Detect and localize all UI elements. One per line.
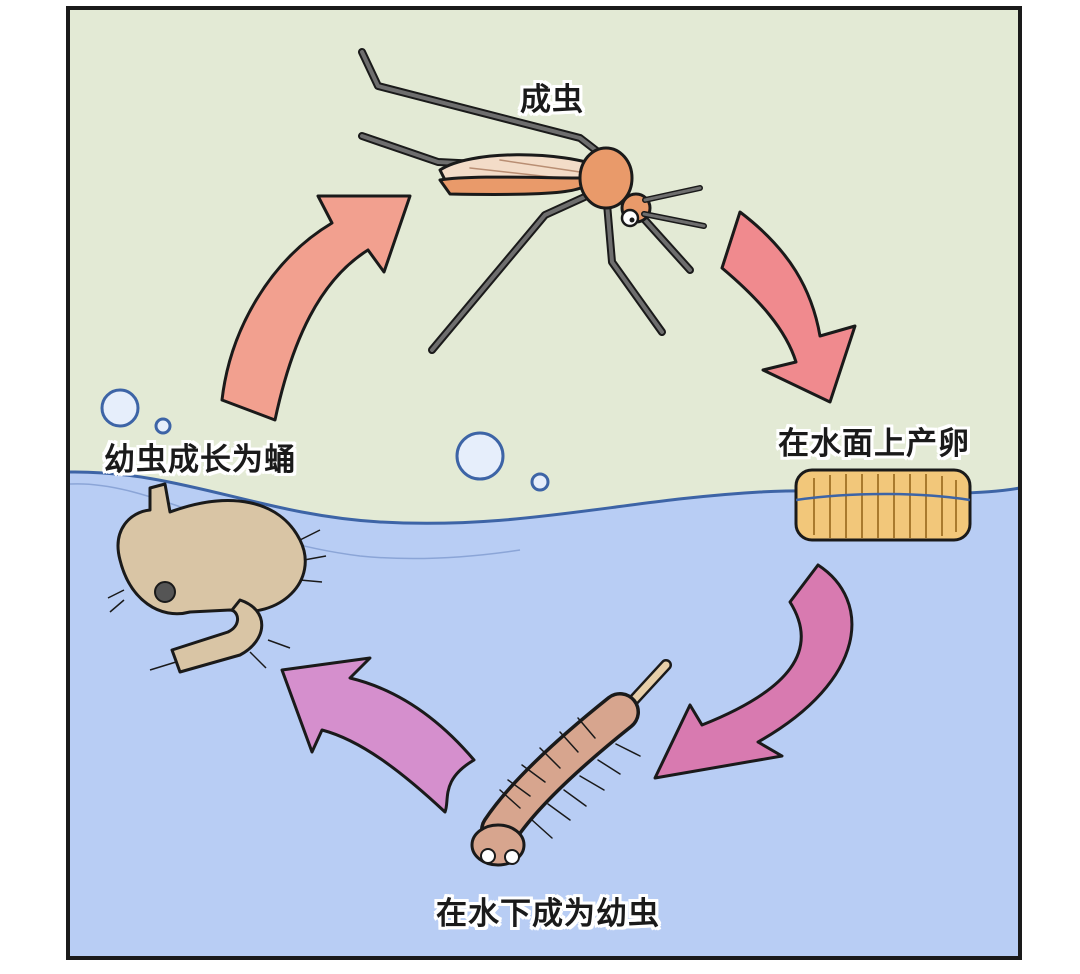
label-larva: 在水下成为幼虫 (436, 896, 660, 932)
bubble (530, 472, 550, 492)
water-area (68, 471, 1020, 958)
arrow-adult-to-eggs (720, 210, 857, 404)
label-adult: 成虫 (520, 82, 584, 118)
bubble (455, 431, 505, 481)
arrow-pupa-to-adult (220, 194, 412, 422)
panel-border (66, 6, 1022, 960)
label-pupa: 幼虫成长为蛹 (104, 442, 296, 478)
arrow-eggs-to-larva (653, 563, 854, 780)
bubble (154, 417, 172, 435)
bubble (100, 388, 140, 428)
adult-mosquito-illustration (358, 48, 707, 354)
arrow-larva-to-pupa (280, 656, 476, 814)
mosquito-eye (620, 208, 640, 228)
water-ripple-line (69, 483, 521, 560)
egg-raft-illustration (794, 468, 972, 542)
larva-illustration (470, 659, 672, 867)
cycle-arrows (220, 194, 857, 814)
label-eggs: 在水面上产卵 (778, 426, 970, 462)
pupa-illustration (107, 482, 327, 674)
bubbles (100, 388, 550, 492)
